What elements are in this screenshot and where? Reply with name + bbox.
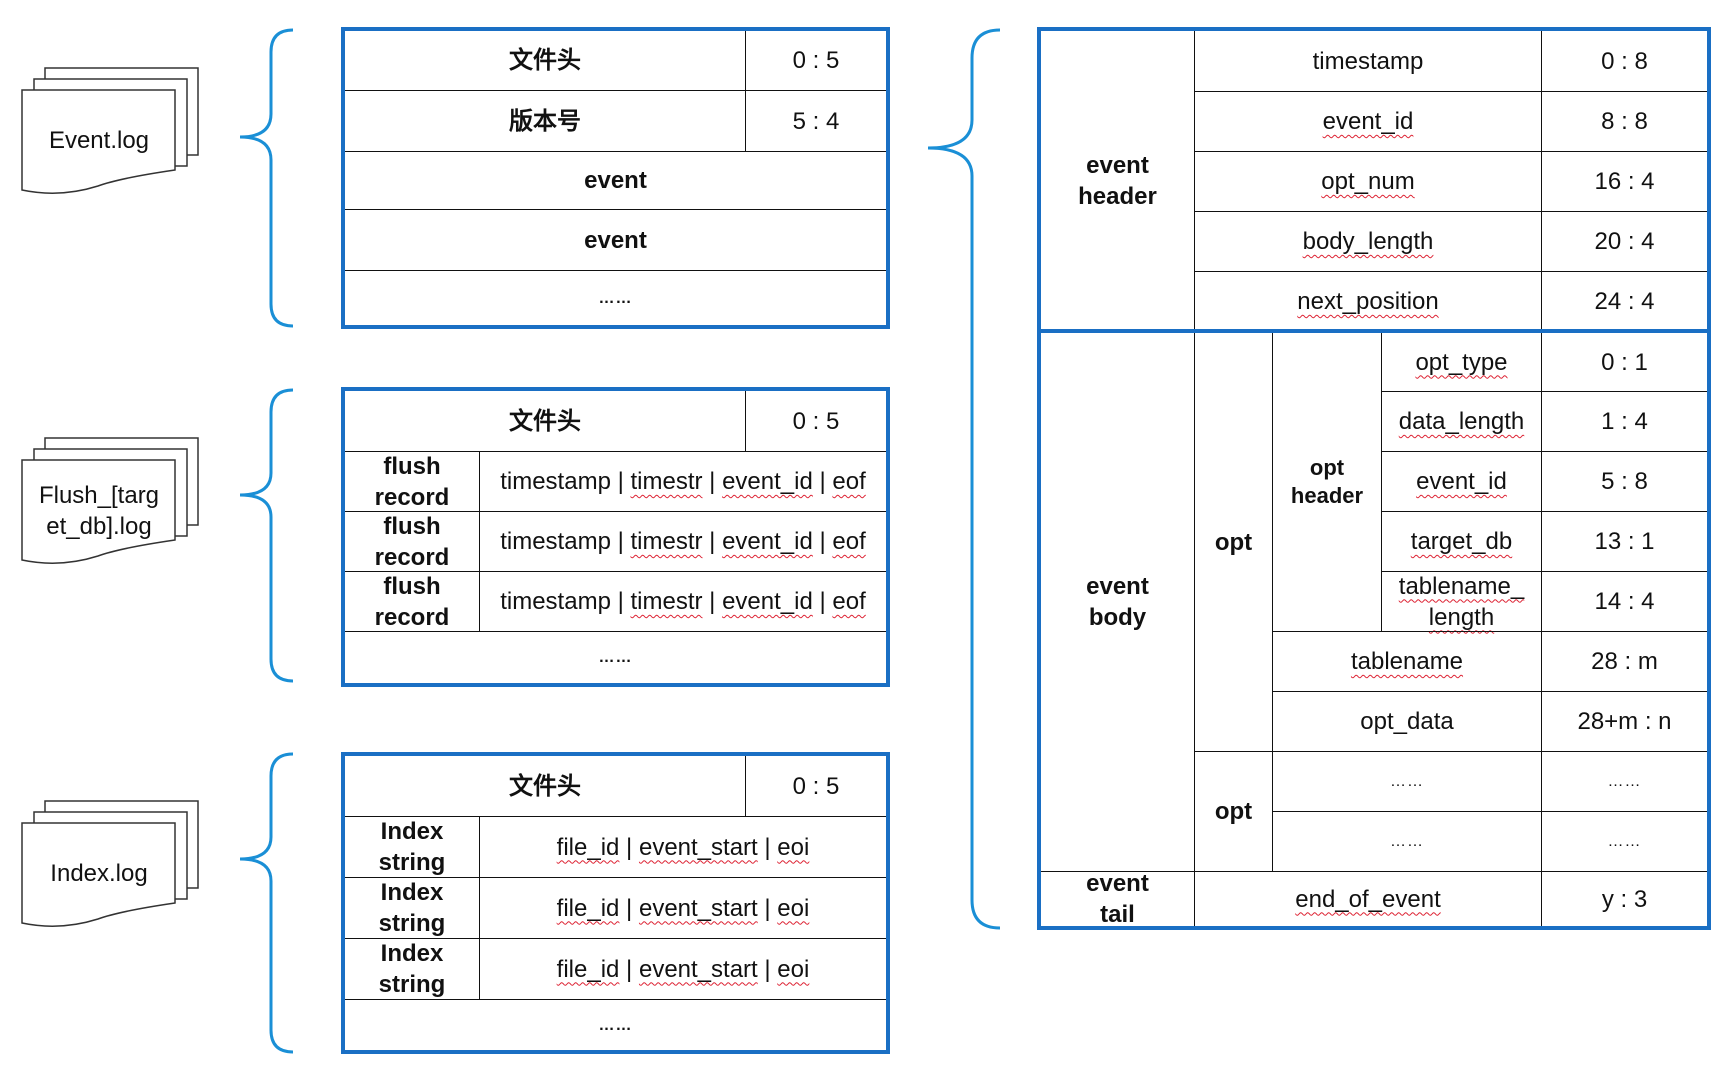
event-structure-table: event header timestamp 0 : 8 event_id 8 … (1037, 27, 1711, 930)
index-string-label: Index string (345, 877, 479, 938)
opt-field-name: tablename (1272, 631, 1541, 691)
file-header-cell: 文件头 (509, 47, 581, 74)
index-string-label: Index string (345, 938, 479, 999)
header-field-range: 0 : 8 (1541, 31, 1707, 91)
index-log-label: Index.log (50, 859, 148, 887)
opt-header-field-range: 0 : 1 (1541, 333, 1707, 391)
event-file-brace (239, 28, 294, 328)
flush-file-table: 文件头 0 : 5 flush record timestamp | times… (341, 387, 890, 687)
event-tail-label: event tail (1041, 870, 1194, 928)
index-string-fields: file_id | event_start | eoi (479, 816, 886, 877)
file-header-cell: 文件头 (509, 407, 581, 435)
tail-field-range: y : 3 (1541, 871, 1707, 926)
flush-record-fields: timestamp | timestr | event_id | eof (479, 511, 886, 571)
index-string-label: Index string (345, 816, 479, 877)
opt-header-field-range: 1 : 4 (1541, 391, 1707, 451)
header-field-name: opt_num (1194, 151, 1541, 211)
index-file-table: 文件头 0 : 5 Index string file_id | event_s… (341, 752, 890, 1054)
flush-record-label: flush record (345, 511, 479, 571)
file-header-range: 0 : 5 (745, 391, 886, 451)
opt-ellipsis: …… (1272, 751, 1541, 811)
event-log-file-icon (21, 67, 199, 194)
event-log-label: Event.log (48, 126, 150, 154)
opt-header-label: opt header (1272, 333, 1381, 631)
index-file-brace (239, 752, 294, 1054)
opt-header-field-range: 14 : 4 (1541, 571, 1707, 631)
version-cell: 版本号 (345, 90, 745, 151)
opt-ellipsis: …… (1541, 751, 1707, 811)
opt-header-field-name: tablename_ length (1381, 571, 1541, 631)
ellipsis-row: …… (345, 631, 886, 683)
flush-file-brace (239, 388, 294, 683)
section-separator (1041, 329, 1707, 333)
event-file-table: 文件头 0 : 5 版本号 5 : 4 event event …… (341, 27, 890, 329)
event-structure-brace (927, 28, 1001, 930)
opt-header-field-name: opt_type (1381, 333, 1541, 391)
file-header-cell: 文件头 (509, 772, 581, 800)
flush-record-label: flush record (345, 571, 479, 631)
index-string-fields: file_id | event_start | eoi (479, 877, 886, 938)
header-field-range: 16 : 4 (1541, 151, 1707, 211)
opt-header-field-range: 5 : 8 (1541, 451, 1707, 511)
opt-header-field-name: data_length (1381, 391, 1541, 451)
opt-field-range: 28 : m (1541, 631, 1707, 691)
header-field-name: timestamp (1194, 31, 1541, 91)
opt-label: opt (1194, 333, 1272, 751)
opt-header-field-range: 13 : 1 (1541, 511, 1707, 571)
event-row: event (345, 151, 886, 209)
header-field-name: event_id (1194, 91, 1541, 151)
opt-header-field-name: event_id (1381, 451, 1541, 511)
version-range: 5 : 4 (745, 90, 886, 151)
event-row: event (345, 209, 886, 270)
header-field-range: 24 : 4 (1541, 271, 1707, 331)
event-header-label: event header (1078, 152, 1157, 210)
flush-record-fields: timestamp | timestr | event_id | eof (479, 451, 886, 511)
opt-ellipsis: …… (1541, 811, 1707, 871)
flush-log-label: Flush_[target_db].log (38, 482, 160, 540)
index-log-file-icon (21, 800, 199, 927)
opt-label: opt (1194, 751, 1272, 871)
header-field-range: 20 : 4 (1541, 211, 1707, 271)
file-header-range: 0 : 5 (745, 31, 886, 90)
header-field-name: body_length (1194, 211, 1541, 271)
index-string-fields: file_id | event_start | eoi (479, 938, 886, 999)
event-body-label: event body (1086, 573, 1149, 631)
header-field-range: 8 : 8 (1541, 91, 1707, 151)
opt-header-field-name: target_db (1381, 511, 1541, 571)
flush-record-fields: timestamp | timestr | event_id | eof (479, 571, 886, 631)
header-field-name: next_position (1194, 271, 1541, 331)
ellipsis-row: …… (345, 999, 886, 1050)
flush-log-file-icon (21, 437, 199, 564)
opt-field-name: opt_data (1272, 691, 1541, 751)
flush-record-label: flush record (345, 451, 479, 511)
opt-field-range: 28+m : n (1541, 691, 1707, 751)
tail-field-name: end_of_event (1194, 871, 1541, 926)
file-header-range: 0 : 5 (745, 756, 886, 816)
ellipsis-row: …… (345, 270, 886, 325)
opt-ellipsis: …… (1272, 811, 1541, 871)
